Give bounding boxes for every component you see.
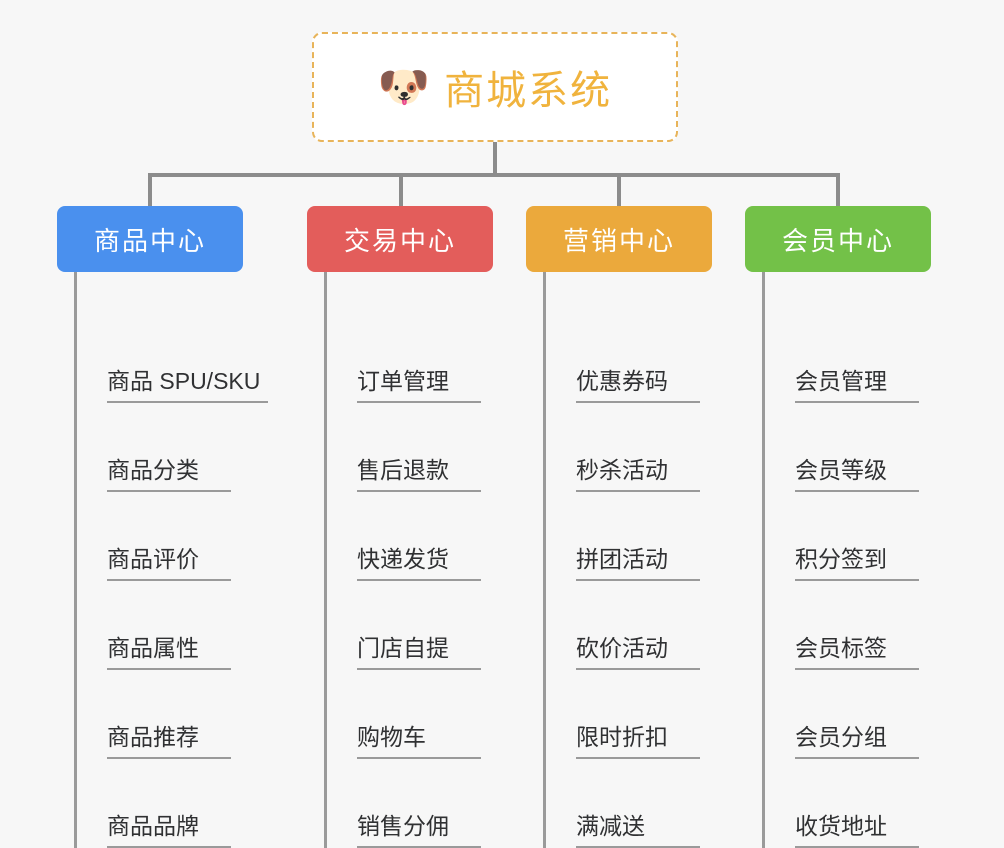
- category-header-marketing-center[interactable]: 营销中心: [526, 206, 712, 272]
- leaf-label: 拼团活动: [576, 546, 700, 581]
- leaf-label: 限时折扣: [576, 724, 700, 759]
- list-item[interactable]: 快递发货: [327, 492, 526, 581]
- column-marketing-center: 营销中心 优惠券码 秒杀活动 拼团活动 砍价活动 限时折扣 满减送: [526, 206, 745, 848]
- connector-drop-marketing-center: [617, 173, 621, 208]
- leaf-label: 快递发货: [357, 546, 481, 581]
- list-item[interactable]: 优惠券码: [546, 272, 745, 403]
- dog-face-icon: 🐶: [377, 63, 431, 110]
- leaf-label: 订单管理: [357, 368, 481, 403]
- leaf-label: 会员分组: [795, 724, 919, 759]
- column-member-center: 会员中心 会员管理 会员等级 积分签到 会员标签 会员分组 收货地址: [745, 206, 964, 848]
- category-header-trade-center[interactable]: 交易中心: [307, 206, 493, 272]
- list-item[interactable]: 购物车: [327, 670, 526, 759]
- leaf-label: 售后退款: [357, 457, 481, 492]
- category-header-product-center[interactable]: 商品中心: [57, 206, 243, 272]
- list-item[interactable]: 订单管理: [327, 272, 526, 403]
- connector-drop-product-center: [148, 173, 152, 208]
- list-item[interactable]: 会员等级: [765, 403, 964, 492]
- list-item[interactable]: 商品品牌: [77, 759, 307, 848]
- list-item[interactable]: 商品评价: [77, 492, 307, 581]
- list-item[interactable]: 收货地址: [765, 759, 964, 848]
- leaf-label: 砍价活动: [576, 635, 700, 670]
- leaf-label: 商品 SPU/SKU: [107, 368, 269, 403]
- connector-drop-member-center: [836, 173, 840, 208]
- list-item[interactable]: 拼团活动: [546, 492, 745, 581]
- leaf-label: 商品属性: [107, 635, 231, 670]
- connector-root-stem: [493, 142, 497, 175]
- list-item[interactable]: 会员分组: [765, 670, 964, 759]
- root-node[interactable]: 🐶 商城系统: [312, 32, 678, 142]
- category-header-member-center[interactable]: 会员中心: [745, 206, 931, 272]
- leaf-label: 商品分类: [107, 457, 231, 492]
- leaf-label: 优惠券码: [576, 368, 700, 403]
- leaf-label: 门店自提: [357, 635, 481, 670]
- connector-drop-trade-center: [399, 173, 403, 208]
- list-item[interactable]: 秒杀活动: [546, 403, 745, 492]
- list-item[interactable]: 商品推荐: [77, 670, 307, 759]
- leaf-label: 商品推荐: [107, 724, 231, 759]
- leaf-label: 满减送: [576, 813, 700, 848]
- leaf-label: 秒杀活动: [576, 457, 700, 492]
- list-item[interactable]: 销售分佣: [327, 759, 526, 848]
- leaf-list-member-center: 会员管理 会员等级 积分签到 会员标签 会员分组 收货地址: [762, 272, 964, 848]
- list-item[interactable]: 门店自提: [327, 581, 526, 670]
- list-item[interactable]: 商品属性: [77, 581, 307, 670]
- list-item[interactable]: 会员标签: [765, 581, 964, 670]
- connector-horizontal-bar: [148, 173, 840, 177]
- list-item[interactable]: 积分签到: [765, 492, 964, 581]
- leaf-label: 会员等级: [795, 457, 919, 492]
- leaf-label: 销售分佣: [357, 813, 481, 848]
- list-item[interactable]: 砍价活动: [546, 581, 745, 670]
- leaf-label: 商品评价: [107, 546, 231, 581]
- leaf-list-marketing-center: 优惠券码 秒杀活动 拼团活动 砍价活动 限时折扣 满减送: [543, 272, 745, 848]
- list-item[interactable]: 满减送: [546, 759, 745, 848]
- column-product-center: 商品中心 商品 SPU/SKU 商品分类 商品评价 商品属性 商品推荐 商品品牌: [57, 206, 307, 848]
- leaf-label: 商品品牌: [107, 813, 231, 848]
- list-item[interactable]: 商品 SPU/SKU: [77, 272, 307, 403]
- leaf-label: 会员标签: [795, 635, 919, 670]
- leaf-label: 会员管理: [795, 368, 919, 403]
- leaf-label: 积分签到: [795, 546, 919, 581]
- list-item[interactable]: 会员管理: [765, 272, 964, 403]
- column-trade-center: 交易中心 订单管理 售后退款 快递发货 门店自提 购物车 销售分佣: [307, 206, 526, 848]
- list-item[interactable]: 限时折扣: [546, 670, 745, 759]
- list-item[interactable]: 售后退款: [327, 403, 526, 492]
- leaf-list-trade-center: 订单管理 售后退款 快递发货 门店自提 购物车 销售分佣: [324, 272, 526, 848]
- leaf-label: 收货地址: [795, 813, 919, 848]
- list-item[interactable]: 商品分类: [77, 403, 307, 492]
- root-title: 商城系统: [444, 69, 613, 113]
- leaf-list-product-center: 商品 SPU/SKU 商品分类 商品评价 商品属性 商品推荐 商品品牌: [74, 272, 307, 848]
- leaf-label: 购物车: [357, 724, 481, 759]
